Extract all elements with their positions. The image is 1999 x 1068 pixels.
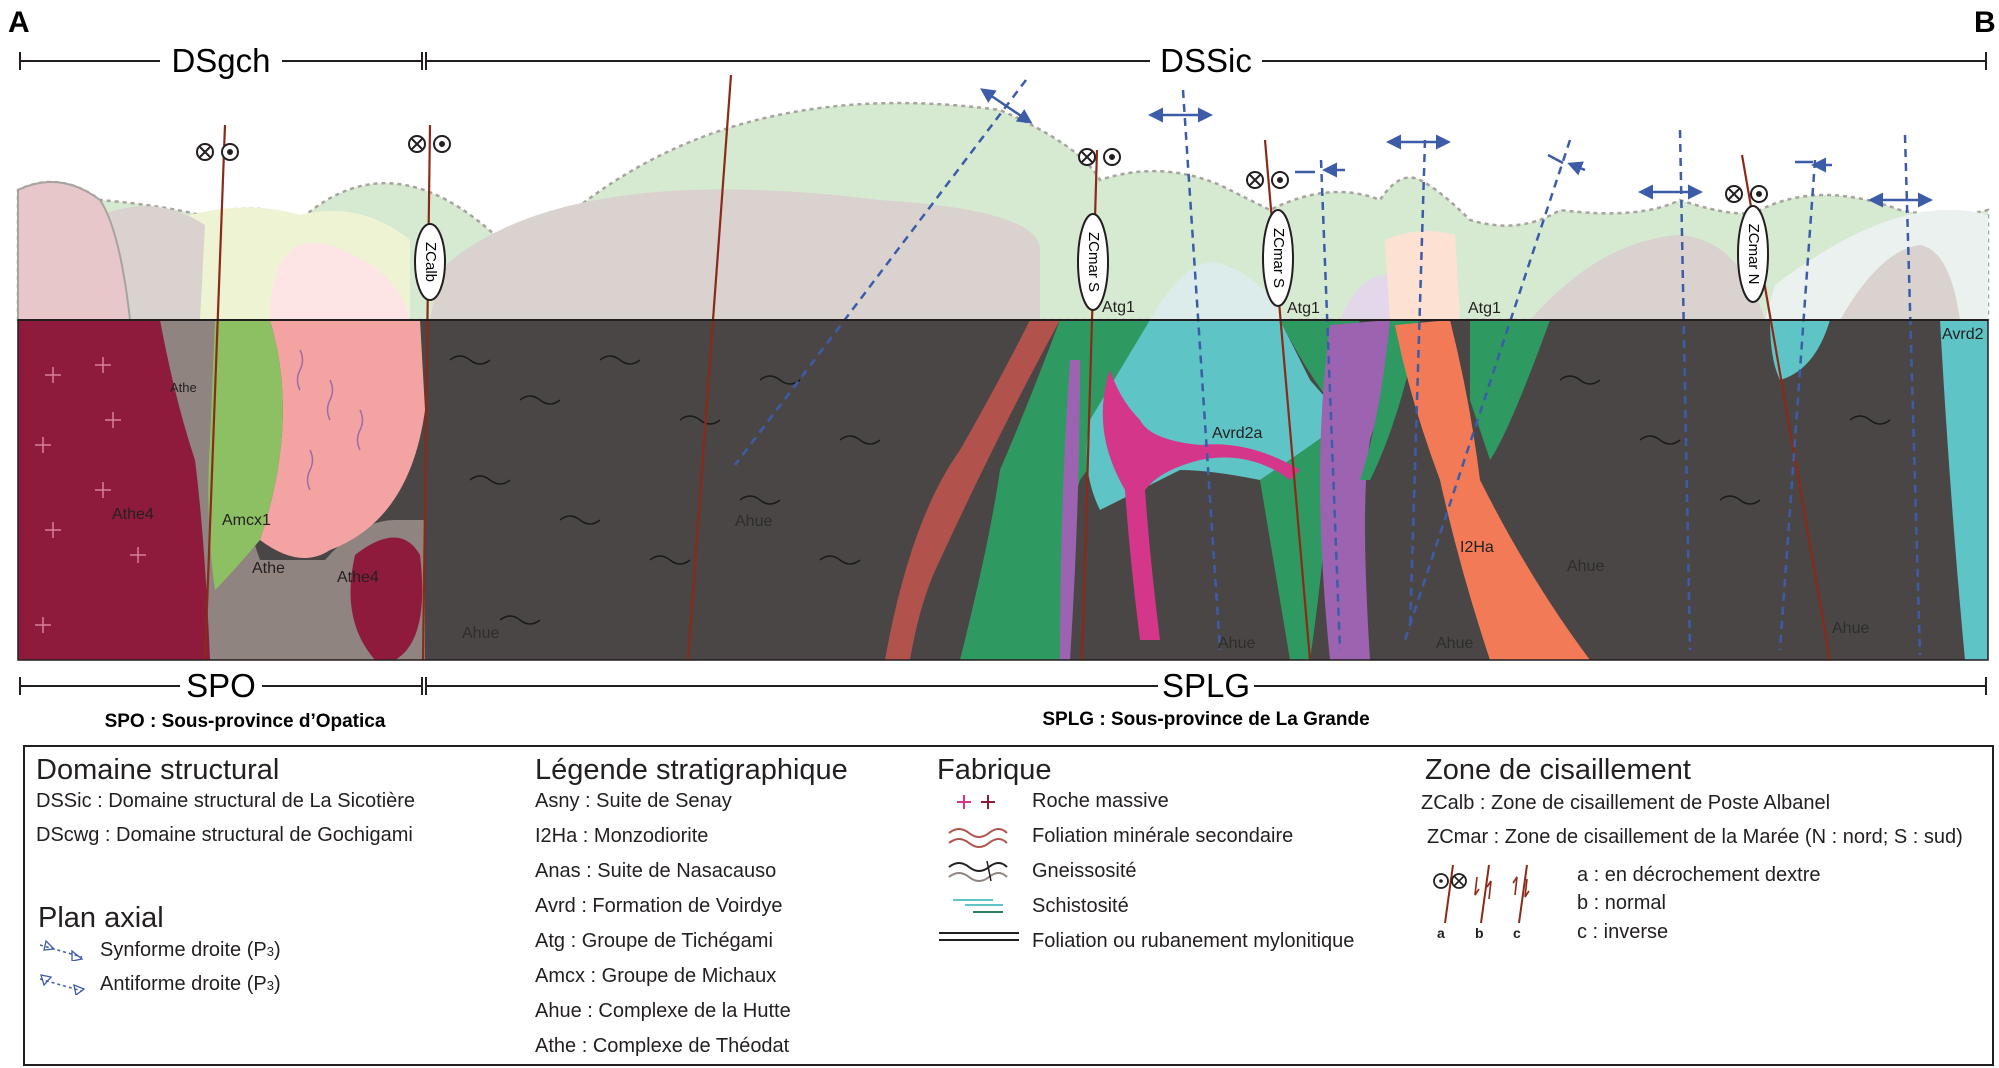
domain-label-dsgch: DSgch: [171, 42, 270, 79]
secondary-foliation-icon: [948, 828, 1008, 848]
fold-arrows: [980, 88, 1933, 208]
schistosity-icon: [953, 899, 1003, 913]
massive-rock-crosses: [35, 357, 146, 633]
antiform-icon: [39, 974, 86, 995]
gneissosity-icon: [948, 860, 1008, 882]
unit-label-ahue-3: Ahue: [1218, 635, 1255, 652]
legend-strati-item: Athe : Complexe de Théodat: [535, 1035, 790, 1057]
domain-label-dssic: DSSic: [1160, 42, 1252, 79]
kinematic-symbol-marks: [199, 138, 1762, 200]
eroded-profile: [16, 101, 1990, 322]
legend-strati-item: Ahue : Complexe de la Hutte: [535, 1000, 791, 1022]
kinematics-icon: [1433, 864, 1530, 924]
legend-strati-item: I2Ha : Monzodiorite: [535, 825, 709, 847]
unit-label-atg1-2: Atg1: [1287, 300, 1320, 317]
legend-antiforme-text: Antiforme droite (P: [100, 973, 267, 995]
province-bars: [19, 677, 1987, 695]
kinematics-letter-b: b: [1475, 925, 1484, 941]
legend-box: Domaine structural DSSic : Domaine struc…: [23, 745, 1994, 1066]
unit-label-i2ha: I2Ha: [1460, 539, 1494, 556]
unit-label-avrd2: Avrd2: [1942, 326, 1984, 343]
legend-fabrique-item: Gneissosité: [1032, 860, 1137, 882]
legend-title-fabrique: Fabrique: [937, 754, 1052, 786]
gneissosity-marks: [449, 355, 1891, 625]
shear-tag-zcalb: ZCalb: [422, 242, 439, 282]
legend-cisaillement-item: ZCalb : Zone de cisaillement de Poste Al…: [1421, 792, 1831, 814]
legend-antiforme-sub: 3: [266, 978, 274, 993]
kinematics-letter-c: c: [1513, 925, 1521, 941]
legend-kinematics-item: a : en décrochement dextre: [1577, 864, 1821, 886]
shear-tag-zcmar-n: ZCmar N: [1745, 224, 1762, 285]
unit-label-atg1-3: Atg1: [1468, 300, 1501, 317]
legend-fabrique-item: Roche massive: [1032, 790, 1169, 812]
legend-kinematics-item: b : normal: [1577, 892, 1666, 914]
legend-synforme: Synforme droite (P3): [100, 939, 281, 962]
legend-antiforme: Antiforme droite (P3): [100, 973, 281, 996]
legend-strati-item: Amcx : Groupe de Michaux: [535, 965, 777, 987]
massive-rock-icon: [957, 795, 995, 809]
domain-bars: [19, 52, 1987, 70]
unit-label-ahue-1: Ahue: [735, 513, 772, 530]
cross-section-body: [18, 320, 1988, 660]
legend-synforme-text: Synforme droite (P: [100, 939, 267, 961]
legend-title-cisaillement: Zone de cisaillement: [1425, 754, 1691, 786]
legend-synforme-sub: 3: [266, 944, 274, 959]
legend-cisaillement-item: ZCmar : Zone de cisaillement de la Marée…: [1427, 826, 1963, 848]
legend-strati-item: Asny : Suite de Senay: [535, 790, 732, 812]
unit-label-athe4: Athe4: [112, 506, 154, 523]
legend-fabrique-item: Foliation minérale secondaire: [1032, 825, 1294, 847]
legend-title-domaine: Domaine structural: [36, 754, 280, 786]
legend-antiforme-close: ): [273, 973, 281, 995]
kinematics-letter-a: a: [1437, 925, 1445, 941]
unit-label-athe: Athe: [252, 560, 285, 577]
legend-domaine-item-2: DScwg : Domaine structural de Gochigami: [36, 824, 413, 846]
legend-title-plan-axial: Plan axial: [38, 902, 164, 934]
mylonitic-foliation-icon: [939, 932, 1019, 941]
unit-label-ahue-5: Ahue: [1567, 558, 1604, 575]
unit-label-athe4-b: Athe4: [337, 569, 379, 586]
legend-fabrique-item: Schistosité: [1032, 895, 1129, 917]
legend-strati-item: Avrd : Formation de Voirdye: [535, 895, 783, 917]
legend-fabrique-item: Foliation ou rubanement mylonitique: [1032, 930, 1355, 952]
unit-label-amcx1: Amcx1: [222, 512, 271, 529]
unit-label-athe-small: Athe: [170, 380, 197, 395]
province-caption-spo: SPO : Sous-province d’Opatica: [105, 711, 386, 732]
corner-label-b: B: [1974, 6, 1996, 39]
legend-kinematics-item: c : inverse: [1577, 921, 1669, 943]
axial-plane-traces: [734, 79, 1922, 656]
unit-label-ahue-6: Ahue: [1832, 620, 1869, 637]
secondary-foliation-marks: [296, 349, 364, 491]
section-frame: [17, 319, 1989, 661]
unit-label-ahue-2: Ahue: [462, 625, 499, 642]
unit-label-avrd2a: Avrd2a: [1212, 425, 1263, 442]
shear-tag-zcmar-s-1: ZCmar S: [1085, 232, 1102, 292]
shear-tag-zcmar-s-2: ZCmar S: [1270, 228, 1287, 288]
legend-strati-item: Atg : Groupe de Tichégami: [535, 930, 773, 952]
unit-label-ahue-4: Ahue: [1436, 635, 1473, 652]
province-caption-splg: SPLG : Sous-province de La Grande: [1042, 709, 1369, 730]
legend-synforme-close: ): [273, 939, 281, 961]
legend-title-strati: Légende stratigraphique: [535, 754, 848, 786]
unit-label-atg1-1: Atg1: [1102, 299, 1135, 316]
synform-icon: [39, 939, 84, 961]
province-label-spo: SPO: [186, 667, 256, 704]
corner-label-a: A: [8, 6, 30, 39]
legend-strati-item: Anas : Suite de Nasacauso: [535, 860, 777, 882]
province-label-splg: SPLG: [1162, 667, 1250, 704]
legend-domaine-item-1: DSSic : Domaine structural de La Sicotiè…: [36, 790, 416, 812]
shear-zone-tags: ZCalb ZCmar S ZCmar S ZCmar N: [414, 205, 1769, 311]
